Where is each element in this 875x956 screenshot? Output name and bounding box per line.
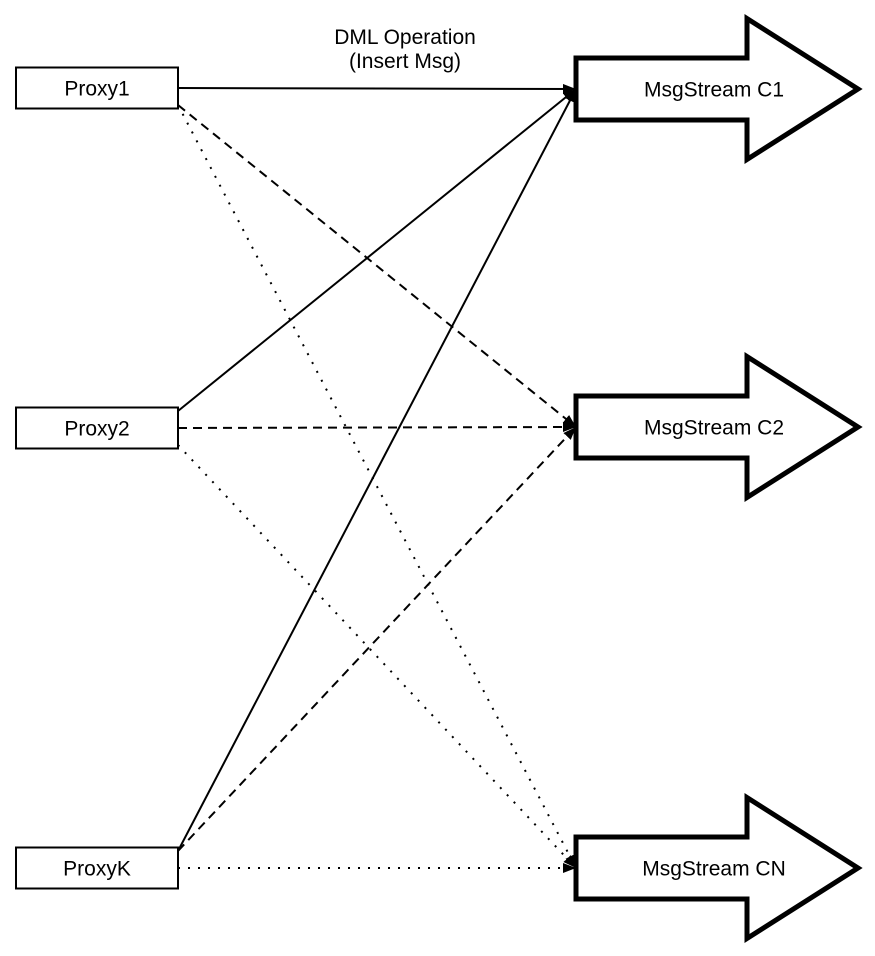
edge-proxy2-c1	[177, 88, 577, 412]
msgstream-cn-label: MsgStream CN	[642, 858, 786, 881]
msgstream-c2-arrow-icon	[573, 351, 863, 503]
node-proxy1: Proxy1	[15, 66, 179, 110]
node-msgstream-cn: MsgStream CN	[573, 792, 863, 944]
proxyk-label: ProxyK	[63, 858, 131, 881]
msgstream-cn-arrow-icon	[573, 792, 863, 944]
proxy1-box	[15, 66, 179, 110]
edge-proxy1-cn	[177, 104, 577, 869]
diagram-title-line2: (Insert Msg)	[349, 50, 461, 73]
node-msgstream-c2: MsgStream C2	[573, 351, 863, 503]
proxy2-label: Proxy2	[64, 418, 129, 441]
edge-proxy2-cn	[177, 444, 577, 869]
edge-proxy1-c2	[177, 104, 577, 428]
diagram-title-line1: DML Operation	[334, 26, 476, 49]
proxy1-label: Proxy1	[64, 78, 129, 101]
edges-layer	[177, 83, 577, 873]
proxy2-box	[15, 406, 179, 450]
node-msgstream-c1: MsgStream C1	[573, 13, 863, 165]
edge-proxyk-c2	[177, 426, 577, 852]
edge-proxyk-c1	[177, 88, 577, 852]
node-proxyk: ProxyK	[15, 846, 179, 890]
msgstream-c2-label: MsgStream C2	[644, 417, 784, 440]
msgstream-c1-label: MsgStream C1	[644, 79, 784, 102]
proxyk-box	[15, 846, 179, 890]
edge-proxy1-c1	[177, 83, 577, 94]
edge-proxy2-c2	[177, 422, 577, 433]
node-proxy2: Proxy2	[15, 406, 179, 450]
msgstream-c1-arrow-icon	[573, 13, 863, 165]
